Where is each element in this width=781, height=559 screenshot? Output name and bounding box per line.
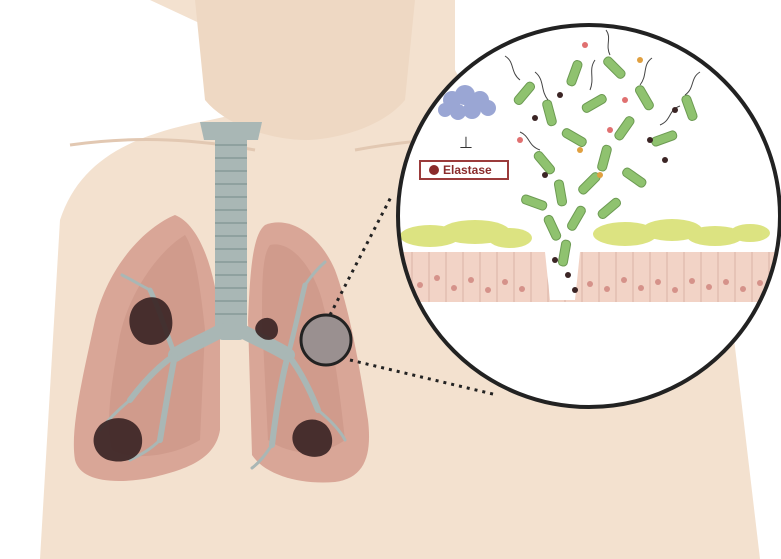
neck-shadow bbox=[195, 0, 415, 140]
magnified-region-marker bbox=[301, 315, 351, 365]
inhibition-symbol: ⊥ bbox=[459, 135, 473, 152]
elastase-label: Elastase bbox=[419, 160, 509, 180]
lesion-left-lower bbox=[94, 418, 143, 461]
enzyme-icon bbox=[429, 165, 439, 175]
elastase-label-text: Elastase bbox=[443, 163, 492, 177]
lesion-left-upper bbox=[129, 297, 172, 345]
magnified-inset bbox=[395, 25, 781, 407]
epithelium-layer bbox=[395, 252, 781, 302]
